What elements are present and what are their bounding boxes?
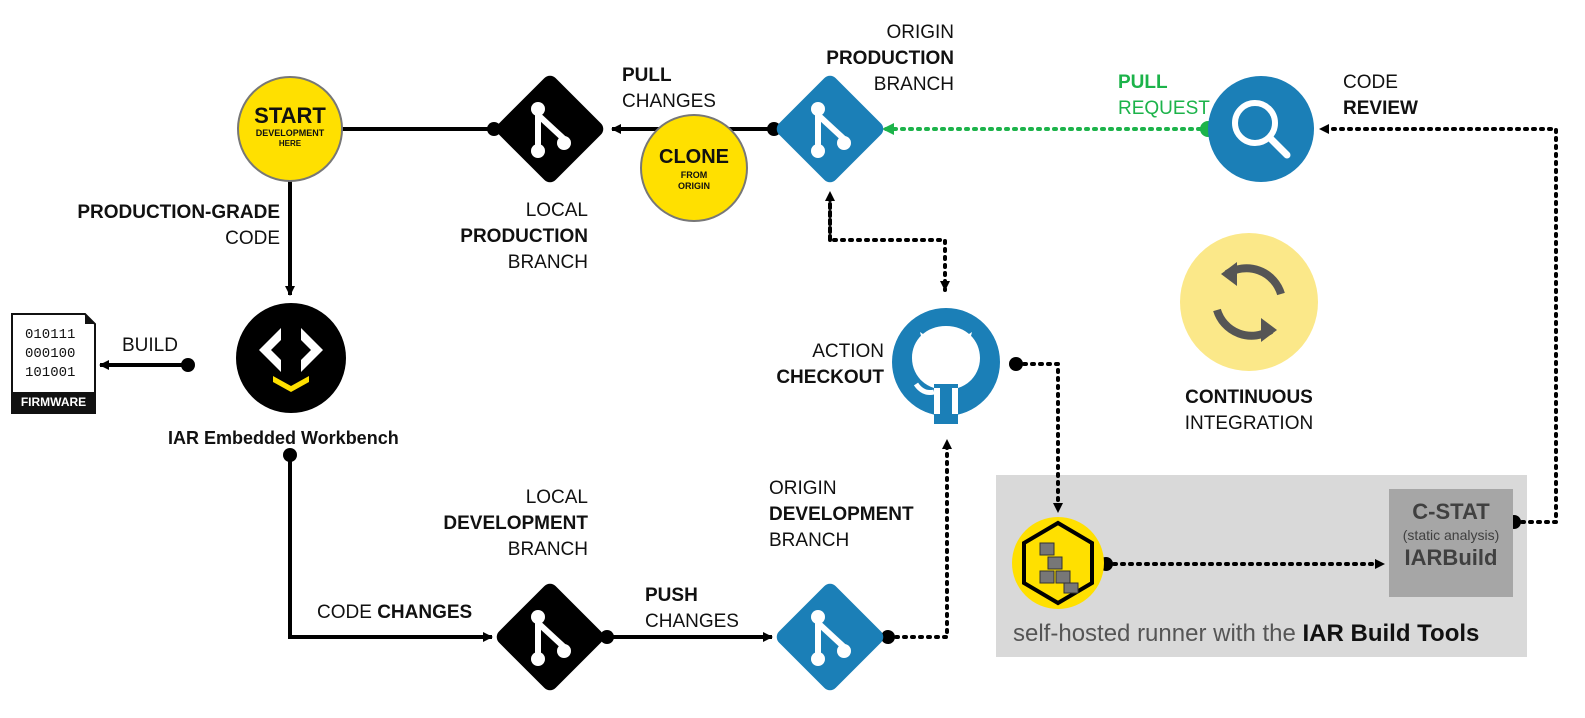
start-circle: [237, 76, 343, 182]
push-word: PUSH: [645, 585, 698, 606]
code-word: CODE: [1343, 72, 1398, 93]
cstat-iarbuild-box: C-STAT (static analysis) IARBuild: [1389, 489, 1513, 597]
local-word: LOCAL: [525, 200, 588, 221]
code-changes-label: CODE CHANGES: [317, 600, 472, 626]
origin-word: ORIGIN: [886, 22, 954, 43]
clone-node-label: CLONE FROM ORIGIN: [644, 145, 744, 192]
changes-word: CHANGES: [645, 611, 739, 632]
production-grade-word: PRODUCTION-GRADE: [77, 202, 280, 223]
git-branch-icon: [496, 583, 604, 691]
action-word: ACTION: [812, 341, 884, 362]
build-label: BUILD: [122, 335, 178, 356]
origin-production-branch-label: ORIGIN PRODUCTION BRANCH: [820, 20, 954, 98]
git-branch-icon: [776, 583, 884, 691]
runner-caption: self-hosted runner with the IAR Build To…: [1013, 620, 1479, 648]
iarbuild-title: IARBuild: [1404, 545, 1498, 570]
local-word: LOCAL: [525, 487, 588, 508]
cubes-icon: [1012, 517, 1104, 609]
firmware-file-icon: [11, 313, 96, 414]
github-octocat-icon: [892, 308, 1000, 424]
firmware-label: FIRMWARE: [12, 392, 95, 413]
start-node-label: START DEVELOPMENT HERE: [240, 104, 340, 149]
push-changes-label: PUSH CHANGES: [645, 583, 739, 635]
branch-word: BRANCH: [873, 74, 954, 95]
production-grade-code-label: PRODUCTION-GRADE CODE: [60, 200, 280, 252]
branch-word: BRANCH: [507, 252, 588, 273]
request-word: REQUEST: [1118, 98, 1210, 119]
git-branch-icon: [776, 75, 884, 183]
production-word: PRODUCTION: [826, 48, 954, 69]
search-icon: [1208, 76, 1314, 182]
code-word: CODE: [225, 228, 280, 249]
cstat-title: C-STAT: [1412, 499, 1490, 524]
cstat-subtitle: (static analysis): [1402, 527, 1500, 543]
clone-circle: [640, 114, 748, 222]
checkout-word: CHECKOUT: [776, 367, 884, 388]
review-word: REVIEW: [1343, 98, 1418, 119]
iar-workbench-icon: [236, 303, 346, 413]
start-sub2: HERE: [278, 139, 302, 148]
pull-word: PULL: [622, 65, 672, 86]
git-branch-icon: [496, 75, 604, 183]
development-word: DEVELOPMENT: [443, 513, 588, 534]
production-word: PRODUCTION: [460, 226, 588, 247]
origin-development-branch-label: ORIGIN DEVELOPMENT BRANCH: [769, 476, 914, 554]
runner-caption-text: self-hosted runner with the: [1013, 620, 1296, 647]
start-title: START: [254, 103, 326, 128]
iar-embedded-workbench-label: IAR Embedded Workbench: [168, 428, 399, 448]
branch-word: BRANCH: [507, 539, 588, 560]
local-development-branch-label: LOCAL DEVELOPMENT BRANCH: [430, 485, 588, 563]
firmware-line: 010111: [25, 327, 76, 343]
firmware-line: 101001: [25, 365, 76, 381]
development-word: DEVELOPMENT: [769, 504, 914, 525]
changes-word: CHANGES: [377, 602, 473, 623]
continuous-word: CONTINUOUS: [1185, 387, 1313, 408]
branch-word: BRANCH: [769, 530, 850, 551]
changes-word: CHANGES: [622, 91, 716, 112]
origin-word: ORIGIN: [769, 478, 837, 499]
runner-caption-bold: IAR Build Tools: [1302, 620, 1480, 647]
clone-title: CLONE: [659, 146, 729, 168]
pull-changes-label: PULL CHANGES: [622, 63, 716, 115]
local-production-branch-label: LOCAL PRODUCTION BRANCH: [440, 198, 588, 276]
refresh-cycle-icon: [1180, 233, 1318, 371]
start-sub: DEVELOPMENT: [255, 128, 325, 138]
action-checkout-label: ACTION CHECKOUT: [740, 339, 884, 391]
code-review-label: CODE REVIEW: [1343, 70, 1418, 122]
pull-request-label: PULL REQUEST: [1118, 70, 1210, 122]
continuous-integration-label: CONTINUOUS INTEGRATION: [1169, 385, 1329, 437]
clone-sub: FROM: [680, 170, 708, 180]
pull-word: PULL: [1118, 72, 1168, 93]
firmware-line: 000100: [25, 346, 76, 362]
firmware-bits: 010111 000100 101001: [25, 326, 75, 383]
code-word: CODE: [317, 602, 372, 623]
clone-sub2: ORIGIN: [677, 181, 710, 191]
integration-word: INTEGRATION: [1184, 413, 1314, 434]
